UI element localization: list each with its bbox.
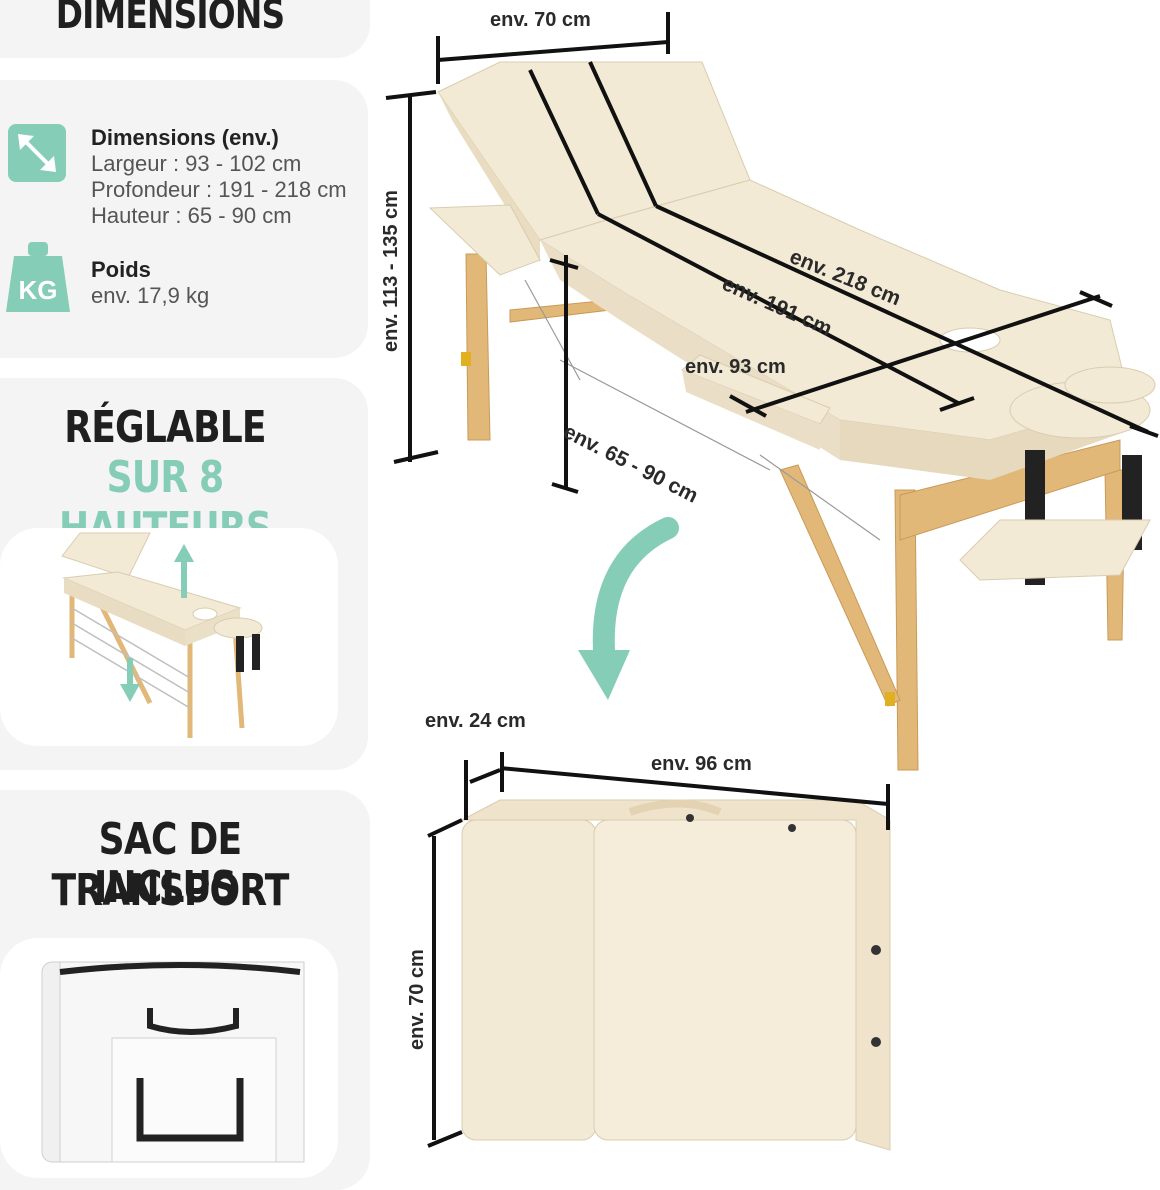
- bag-heading-line2: INCLUS: [93, 862, 237, 913]
- folded-table: [461, 799, 891, 1151]
- height-spec: Hauteur : 65 - 90 cm: [91, 203, 292, 228]
- folded-height-label: env. 70 cm: [406, 949, 428, 1050]
- table-legs: [465, 253, 1126, 771]
- width-spec: Largeur : 93 - 102 cm: [91, 151, 302, 176]
- svg-text:KG: KG: [19, 275, 58, 305]
- folded-depth-label: env. 24 cm: [425, 710, 526, 732]
- weight-value: env. 17,9 kg: [91, 283, 210, 308]
- massage-table-illustration: [385, 12, 1159, 1151]
- bag-heading-line1: SAC DE TRANSPORT: [51, 814, 289, 916]
- end-rest: [428, 204, 541, 276]
- resize-arrows-icon: [8, 124, 66, 182]
- adjustable-heading-line1: RÉGLABLE: [64, 402, 266, 453]
- carry-bag-thumbnail: [0, 938, 338, 1178]
- folded-width-label: env. 96 cm: [651, 753, 752, 775]
- folded-dimension-lines: [427, 752, 890, 1148]
- dimensions-heading-card: [0, 0, 370, 58]
- weight-title: Poids: [91, 257, 151, 282]
- weight-icon: KG: [6, 242, 70, 312]
- table-surface: [538, 179, 1131, 480]
- width-93-label: env. 93 cm: [685, 356, 786, 378]
- dimension-lines: [385, 12, 1159, 494]
- adjustable-table-thumbnail: [0, 528, 338, 746]
- face-cradle: [959, 366, 1156, 585]
- depth-spec: Profondeur : 191 - 218 cm: [91, 177, 347, 202]
- height-knob: [461, 352, 471, 366]
- curved-arrow-icon: [592, 517, 679, 661]
- height-knob: [885, 692, 895, 706]
- dimensions-heading: DIMENSIONS: [55, 0, 285, 38]
- dimensions-title: Dimensions (env.): [91, 125, 279, 150]
- top-width-label: env. 70 cm: [490, 9, 591, 31]
- back-height-label: env. 113 - 135 cm: [380, 190, 402, 352]
